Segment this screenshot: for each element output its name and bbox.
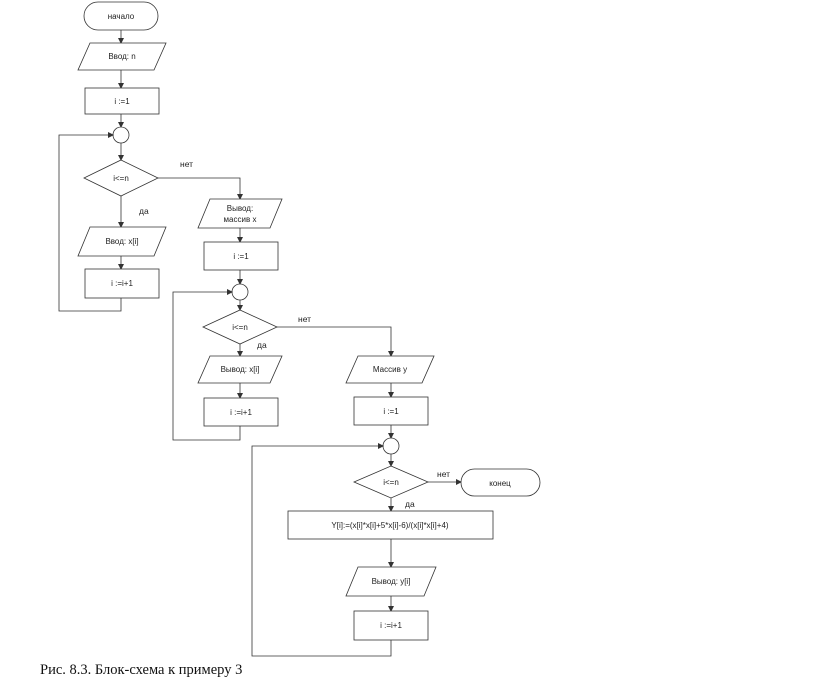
start-label: начало xyxy=(108,12,135,21)
init-label-3: i :=1 xyxy=(383,407,399,416)
output-array-x-label-line1: Вывод: xyxy=(227,204,253,213)
loop-connector-3 xyxy=(382,437,400,455)
increment-block-2 xyxy=(203,397,279,427)
loop-connector-1 xyxy=(112,126,130,144)
input-x-block xyxy=(77,226,167,257)
condition-label-2: i<=n xyxy=(232,323,248,332)
yes-label-1: да xyxy=(139,206,149,216)
increment-block-3 xyxy=(353,610,429,641)
formula-block xyxy=(287,510,494,540)
loop-back-line-3 xyxy=(251,443,392,657)
array-y-label: Массив y xyxy=(373,365,407,374)
input-x-label: Ввод: x[i] xyxy=(105,237,138,246)
yes-label-3: да xyxy=(405,499,415,509)
loop-back-line-2 xyxy=(172,289,241,441)
output-x-label: Вывод: x[i] xyxy=(221,365,260,374)
loop-back-line-1 xyxy=(58,132,122,312)
increment-block-1 xyxy=(84,268,160,299)
input-n-block xyxy=(77,42,167,71)
array-y-block xyxy=(345,355,435,384)
yes-label-2: да xyxy=(257,340,267,350)
increment-label-2: i :=i+1 xyxy=(230,408,252,417)
formula-label: Y[i]:=(x[i]*x[i]+5*x[i]-6)/(x[i]*x[i]+4) xyxy=(331,521,448,530)
output-array-x-block xyxy=(197,198,283,229)
no-label-3: нет xyxy=(437,469,450,479)
condition-label-3: i<=n xyxy=(383,478,399,487)
output-x-block xyxy=(197,355,283,384)
init-block-3 xyxy=(353,396,429,426)
output-y-block xyxy=(345,566,437,597)
no-label-2: нет xyxy=(298,314,311,324)
end-label: конец xyxy=(489,479,511,488)
end-terminator xyxy=(460,468,541,497)
no-branch-line-2 xyxy=(277,326,394,357)
figure-caption: Рис. 8.3. Блок-схема к примеру 3 xyxy=(40,662,243,678)
condition-label-1: i<=n xyxy=(113,174,129,183)
no-label-1: нет xyxy=(180,159,193,169)
increment-label-1: i :=i+1 xyxy=(111,279,133,288)
increment-label-3: i :=i+1 xyxy=(380,621,402,630)
no-branch-line-1 xyxy=(158,177,243,200)
output-y-label: Вывод: y[i] xyxy=(372,577,411,586)
loop-connector-2 xyxy=(231,283,249,301)
init-block-2 xyxy=(203,241,279,271)
init-block-1 xyxy=(84,87,160,115)
output-array-x-label-line2: массив x xyxy=(224,215,257,224)
init-label-2: i :=1 xyxy=(233,252,249,261)
input-n-label: Ввод: n xyxy=(108,52,135,61)
init-label-1: i :=1 xyxy=(114,97,130,106)
